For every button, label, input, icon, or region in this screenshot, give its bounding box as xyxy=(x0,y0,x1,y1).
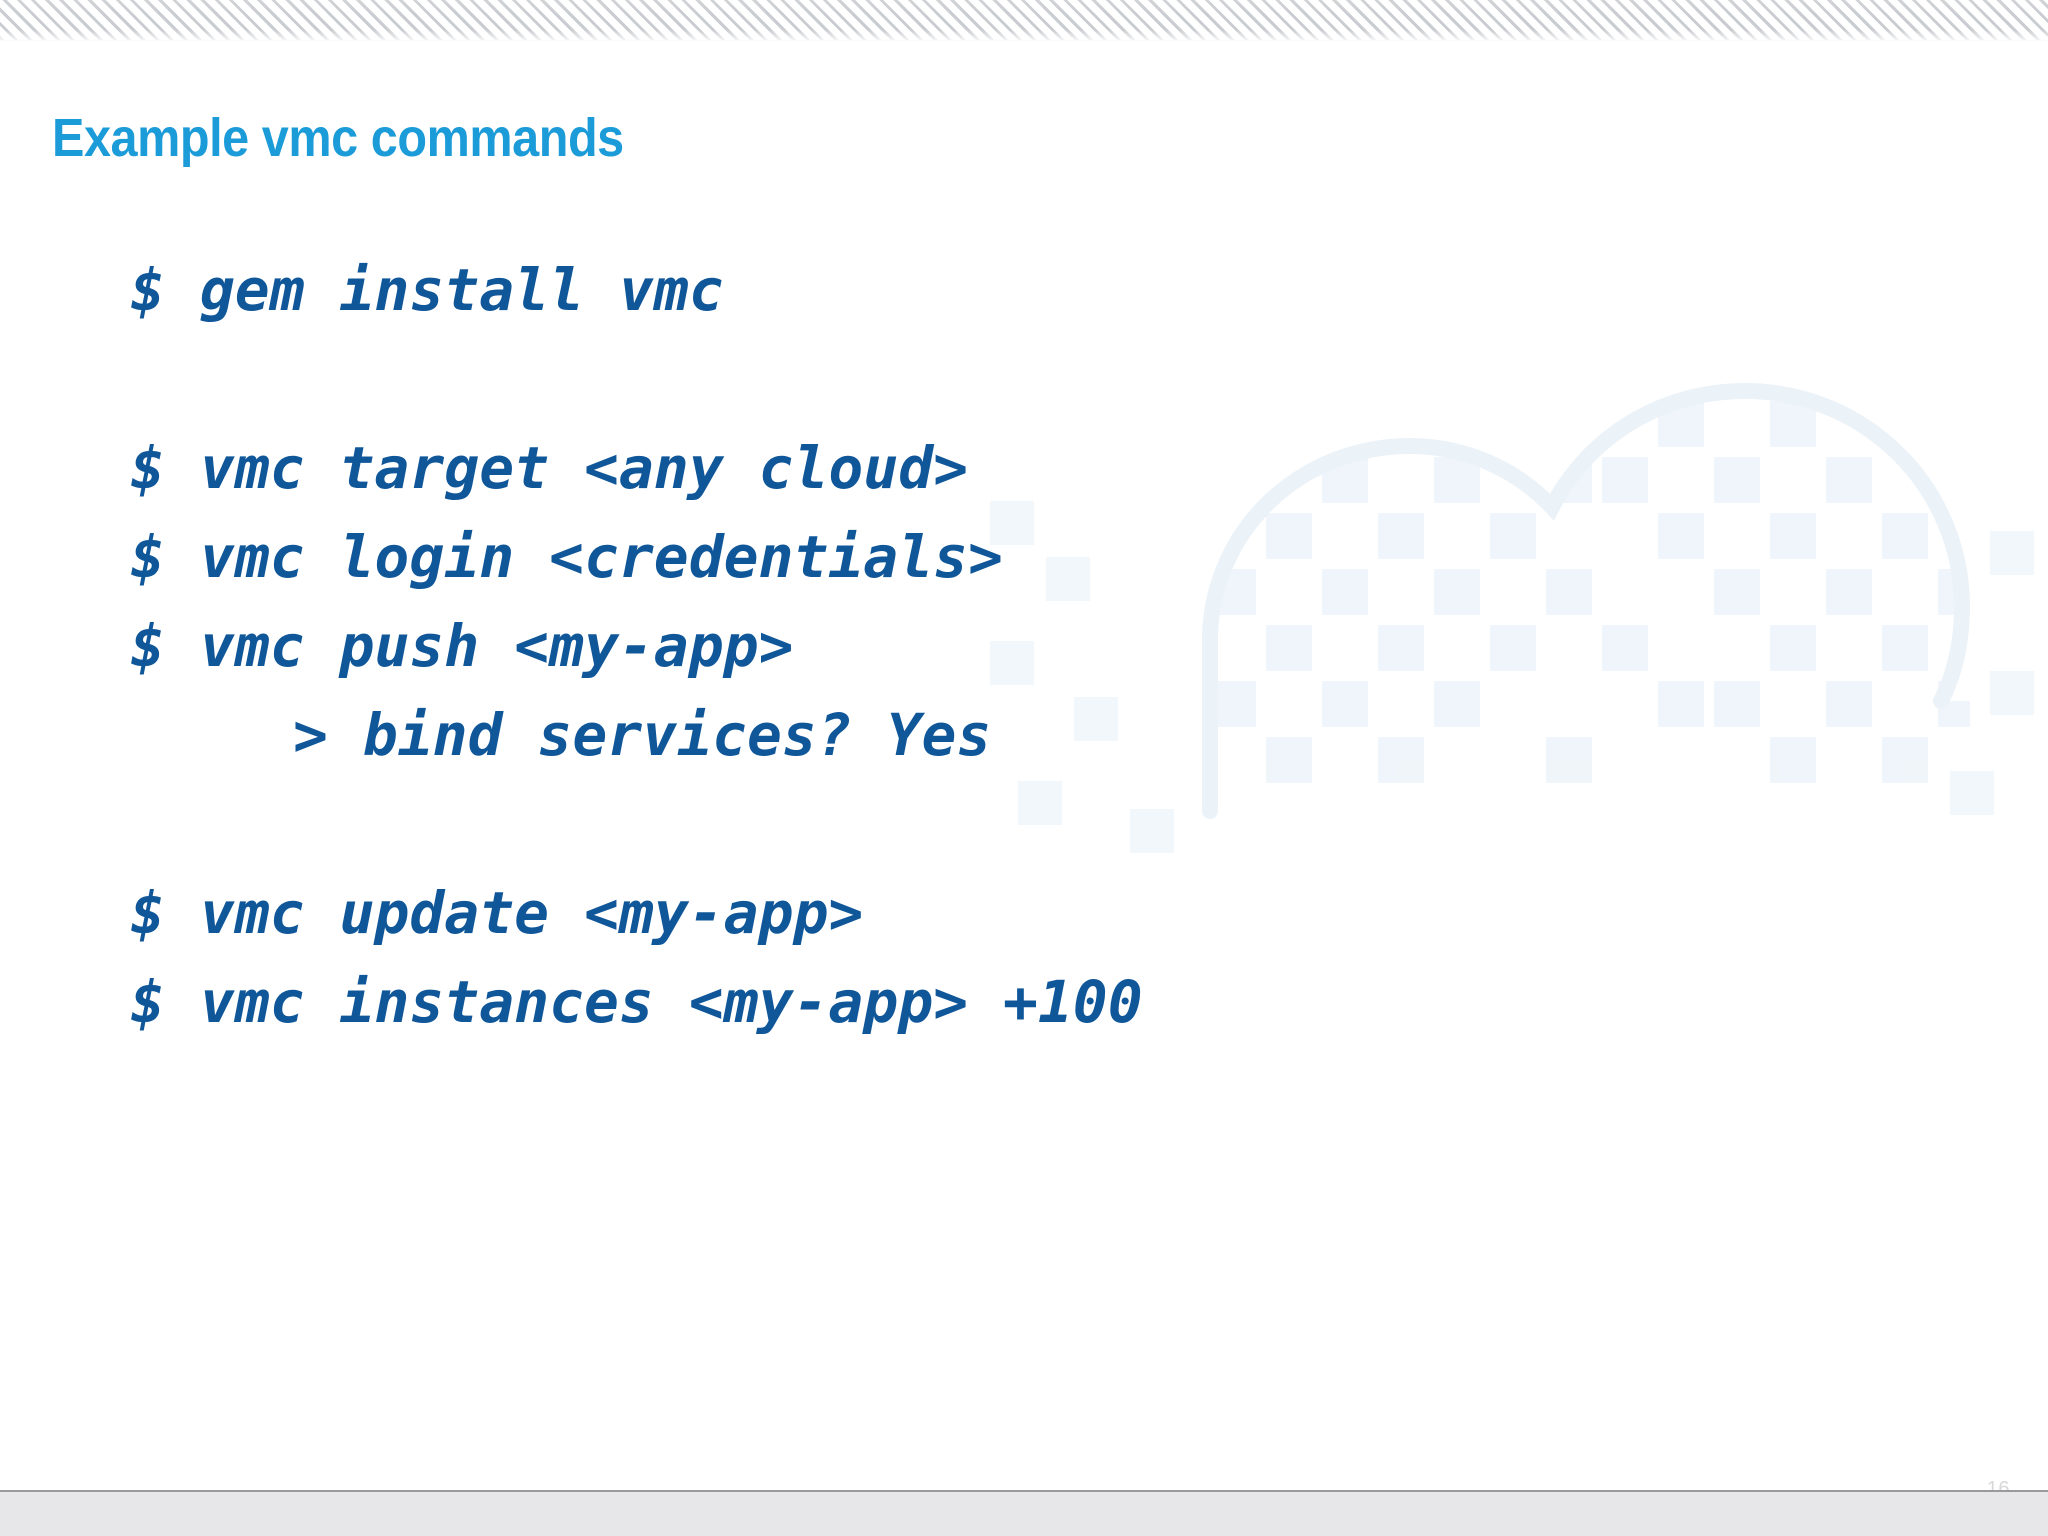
footer-band xyxy=(0,1492,2048,1536)
code-line-indented: > bind services? Yes xyxy=(293,701,992,769)
code-line: $ vmc instances <my-app> +100 xyxy=(130,968,1143,1036)
code-line-spacer xyxy=(130,335,1630,424)
slide-canvas: Example vmc commands $ gem install vmc $… xyxy=(0,41,2048,1490)
page-title: Example vmc commands xyxy=(52,108,624,168)
code-block: $ gem install vmc $ vmc target <any clou… xyxy=(130,246,1630,1047)
code-line: $ gem install vmc xyxy=(130,256,724,324)
top-hatched-band xyxy=(0,0,2048,41)
code-line: $ vmc update <my-app> xyxy=(130,879,864,947)
code-line: $ vmc target <any cloud> xyxy=(130,434,969,502)
footer-divider xyxy=(0,1490,2048,1492)
code-line: $ vmc push <my-app> xyxy=(130,612,794,680)
code-line: $ vmc login <credentials> xyxy=(130,523,1003,591)
code-line-spacer xyxy=(130,780,1630,869)
